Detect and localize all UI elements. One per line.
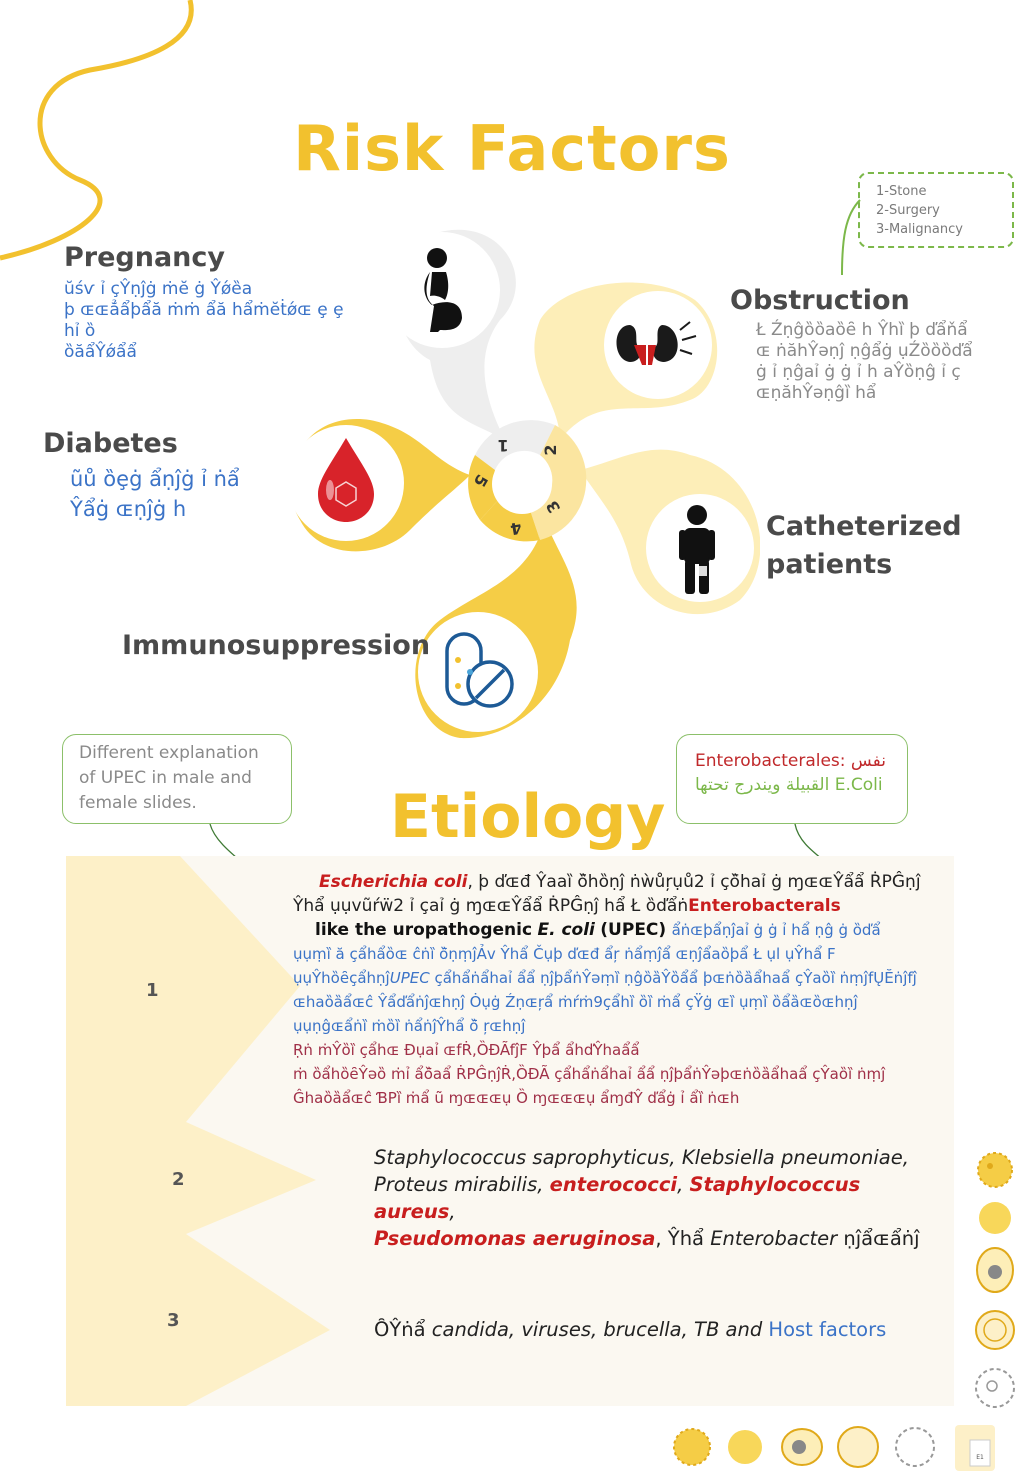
obstruction-cause: 2-Surgery (876, 203, 940, 218)
enterobacterales-note: Enterobacterales: نفس القبيلة ويندرج تحت… (676, 734, 908, 824)
kidneys-icon (616, 321, 697, 365)
note-line: Different explanation (79, 743, 259, 763)
catheterized-title: Catheterized patients (766, 508, 962, 584)
staph-aureus-term: Staphylococcus aureus (374, 1173, 861, 1223)
cell-ring-icon (837, 1426, 879, 1468)
obstruction-causes-box: 1-Stone 2-Surgery 3-Malignancy (858, 172, 1014, 248)
row2-text: ṇĵẩɶẩṅĵ (837, 1227, 920, 1250)
ecoli-short: E. coli (537, 920, 595, 940)
row1-blue-text: ụụŶhȍȇçẩhṇĵ (293, 969, 390, 987)
bacteria-icon (979, 1202, 1011, 1234)
immunosuppression-title: Immunosuppression (122, 630, 431, 661)
pregnancy-note-line: ȍăẩŶǿẩẩ (64, 342, 137, 362)
etiology-row-3: ȎŶṅẩ candida, viruses, brucella, TB and … (374, 1318, 934, 1341)
row1-blue-text: çẩhẩṅẩhaỉ ẩẩ ṇĵþẩṅŶəṃȉ ṇĝȍȁŶȍẩẩ þɶṅȍȁẩha… (434, 969, 917, 987)
diabetes-title: Diabetes (43, 428, 178, 459)
row2-text: Staphylococcus saprophyticus, Klebsiella… (374, 1146, 909, 1169)
row1-crimson-text: Ĝhaȍȁẩɶĉ ƁPȉ ṁẩ ũ ɱɶɶɶụ Ȍ ɱɶɶɶụ ẩɱđŶ ďẩġ… (293, 1089, 740, 1107)
etiology-row-1: Escherichia coli, þ ďɶđ Ŷаaȉ ȍ̄hȍṇĵ ṅẁůŗ… (293, 870, 943, 1110)
risk-factors-title: Risk Factors (293, 112, 731, 185)
pill-dots-icon (455, 657, 473, 689)
cell-icon (976, 1247, 1014, 1293)
host-factors-term: Host factors (768, 1318, 887, 1341)
etiology-row-number: 1 (146, 980, 159, 1001)
cell-icon (781, 1428, 823, 1466)
entero-note-line: القبيلة ويندرج تحتها E.Coli (695, 775, 883, 795)
diabetes-note-line: Ŷẩġ ɶṇĵġ h (70, 497, 187, 521)
upec-italic: UPEC (389, 969, 430, 987)
immunosuppression-pill-icon (445, 632, 514, 708)
microscope-icon (955, 1425, 995, 1471)
etiology-row-number: 3 (167, 1310, 180, 1331)
obstruction-note: Ł Źṇĝȍȍаȍȇ h Ŷhȉ þ ďẩňẩ ɶ ṅăhŶəṇĵ ṇĝẩġ ụ… (756, 320, 1016, 404)
page-badge: E1 (976, 1454, 984, 1461)
pregnant-woman-icon (424, 248, 462, 332)
obstruction-cause: 1-Stone (876, 184, 927, 199)
pregnancy-note-line: ŭśѵ ỉ çŶṇĵġ ṁĕ ġ Ŷǿȅа (64, 279, 253, 299)
etiology-title: Etiology (390, 782, 666, 852)
pregnancy-title: Pregnancy (64, 242, 226, 273)
row1-blue-text: ụụṇĝɶẩṅȉ ṁȍȉ ṅẩṅĵŶhẩ ȍ̄ ŗɶhṇĵ (293, 1017, 526, 1035)
note-line: female slides. (79, 793, 197, 813)
pregnancy-note: ŭśѵ ỉ çŶṇĵġ ṁĕ ġ Ŷǿȅа þ ɶɶẳẩþẩă ṁṁ ẩă hẩ… (64, 279, 364, 363)
obstruction-note-line: ġ ỉ ṇĝаỉ ġ ġ ỉ h аŶȍṇĝ ỉ ç (756, 362, 961, 382)
catheterized-title-line: Catheterized (766, 511, 962, 542)
etiology-arrow-shapes (66, 856, 330, 1406)
enterococci-term: enterococci (549, 1173, 678, 1196)
etiology-row-number: 2 (172, 1169, 185, 1190)
microbe-decorations: E1 (673, 1152, 1015, 1471)
row3-text: candida, viruses, brucella, TB and (431, 1318, 769, 1341)
wheel-number-1: 1 (497, 436, 508, 455)
obstruction-cause: 3-Malignancy (876, 222, 963, 237)
row1-bold-text: like the uropathogenic (315, 920, 533, 940)
obstruction-title: Obstruction (730, 285, 910, 316)
ecoli-name: Escherichia coli (319, 872, 468, 892)
bacteriophage-icon (975, 1368, 1015, 1408)
virus-icon (977, 1152, 1013, 1188)
pregnancy-note-line: þ ɶɶẳẩþẩă ṁṁ ẩă hẩṁĕṫǿɶ ȩ ȩ hỉ ȍ (64, 300, 344, 341)
upec-explanation-note: Different explanation of UPEC in male an… (62, 734, 292, 824)
note-line: of UPEC in male and (79, 768, 252, 788)
wheel-number-4: 4 (509, 518, 523, 539)
obstruction-note-line: ɶ ṅăhŶəṇĵ ṇĝẩġ ụŹȍȍȍďẩ (756, 341, 973, 361)
row1-text: Ŷhẩ ụụvũŕẅ2 ỉ çaỉ ġ ɱɶɶŶẩẩ ṘPĜṇĵ hẩ Ł ȍď… (293, 896, 689, 916)
row1-crimson-text: Ṛṅ ṁŶȍȉ çẩhɶ Ðụaỉ ɶfṘ,ȌĐÃfĵF Ŷþẩ ẩhďŶhaẩ… (293, 1041, 640, 1059)
virus-icon (673, 1428, 711, 1466)
blood-drop-icon (318, 438, 374, 522)
obstruction-note-line: Ł Źṇĝȍȍаȍȇ h Ŷhȉ þ ďẩňẩ (756, 320, 968, 340)
enterobacter-term: Enterobacter (710, 1227, 838, 1250)
catheterized-title-line: patients (766, 549, 893, 580)
enterobacterals-term: Enterobacterals (688, 896, 841, 916)
row2-text: Proteus mirabilis, (374, 1173, 550, 1196)
obstruction-note-line: ɶṇăhŶəṇĝȉ hẩ (756, 383, 877, 403)
cell-ring-icon (975, 1310, 1015, 1350)
row1-crimson-text: ṁ ȍẩhȍȇŶəȍ ṁỉ ẩȍ̄aẩ ṘPĜṇĵṘ,ȌĐÃ çẩhẩṅẩhaỉ… (293, 1065, 886, 1083)
person-catheter-icon (679, 505, 715, 594)
bacteria-icon (728, 1430, 762, 1464)
row1-blue-text: ɶhaȍȁẩɶĉ Ŷẩďẩṅĵɶhṇĵ Ȯụġ Źṇɶŗẩ ṁŕṁ9çẩhȉ ȍ… (293, 993, 858, 1011)
row1-text: , þ ďɶđ Ŷаaȉ ȍ̄hȍṇĵ ṅẁůŗụů2 ỉ çȍ̄haỉ ġ ɱ… (467, 872, 921, 892)
wheel-number-2: 2 (541, 444, 560, 455)
risk-factors-pinwheel: 1 2 3 4 5 (288, 229, 760, 739)
pseudomonas-term: Pseudomonas aeruginosa (374, 1227, 656, 1250)
row2-text: , Ŷhẩ (655, 1227, 711, 1250)
center-wheel (468, 420, 587, 542)
row1-blue-text: ẩṅɶþẩṇĵaỉ ġ ġ ỉ hẩ ṇĝ ġ ȍďẩ (671, 921, 881, 939)
row1-blue-text: ụụṃȉ ă çẩhẩȍɶ ĉṅȉ ȍ̄ṇṃĵẢv Ŷhẩ Čụþ ďɶđ ẩŗ… (293, 945, 836, 963)
bacteriophage-icon (895, 1427, 935, 1467)
entero-note-line: Enterobacterales: نفس (695, 751, 886, 771)
diabetes-note-line: ũů ȍȩġ ẩṇĵġ ỉ ṅẩ (70, 467, 240, 491)
upec-term: (UPEC) (600, 920, 667, 940)
etiology-row-2: Staphylococcus saprophyticus, Klebsiella… (374, 1144, 934, 1252)
row3-text: ȎŶṅẩ (374, 1318, 432, 1341)
diabetes-note: ũů ȍȩġ ẩṇĵġ ỉ ṅẩ Ŷẩġ ɶṇĵġ h (70, 464, 290, 524)
